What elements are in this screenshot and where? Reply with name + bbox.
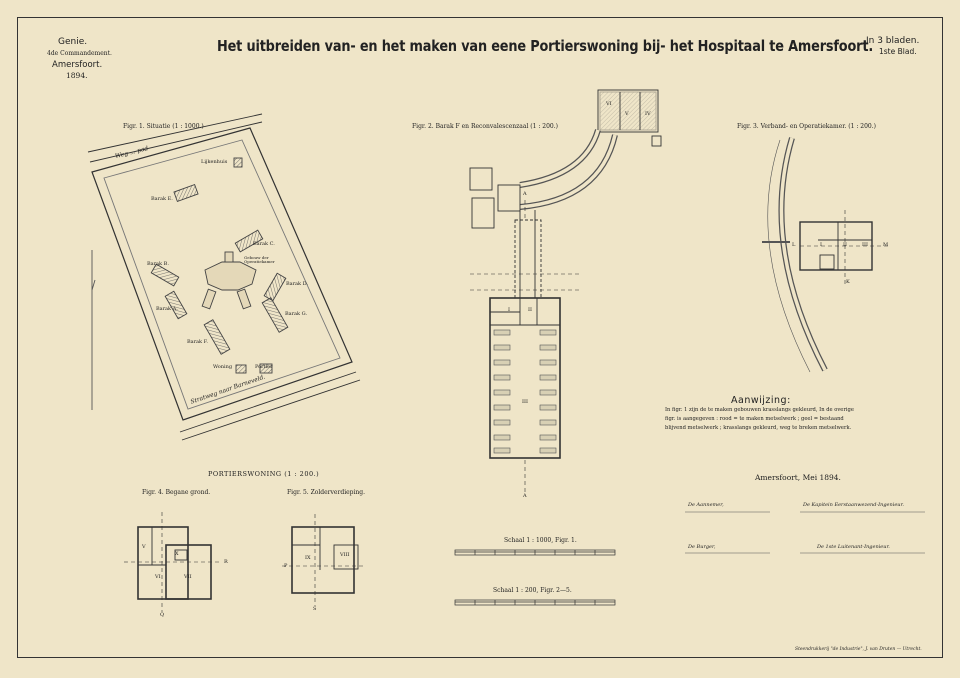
city-label: Amersfoort.	[52, 60, 103, 70]
scale-caption-1: Schaal 1 : 1000, Figr. 1.	[504, 537, 577, 544]
fig5-room-label: VIII	[340, 552, 350, 558]
note-line-3: blijvend metselwerk ; krasslangs gekleur…	[665, 425, 852, 431]
fig5-axis-label: P	[284, 563, 288, 569]
label-barak-e: Barak E.	[151, 196, 173, 202]
fig2-axis-label: A	[523, 191, 527, 197]
fig5-axis-label: S	[313, 606, 317, 612]
barrack-plan	[469, 89, 662, 492]
sig-luitenant: De 1ste Luitenant-Ingenieur.	[817, 544, 890, 550]
fig3-caption: Figr. 3. Verband- en Operatiekamer. (1 :…	[737, 123, 876, 130]
commandement-label: 4de Commandement.	[47, 50, 112, 57]
fig5-room-label: IX	[305, 555, 311, 561]
porter-house-plans	[124, 512, 364, 612]
note-line-1: In figr. 1 zijn de te maken gebouwen kra…	[665, 407, 854, 413]
fig4-axis-label: Q	[160, 612, 165, 618]
fig4-caption: Figr. 4. Begane grond.	[142, 489, 211, 496]
operation-room-plan	[762, 137, 890, 373]
sig-aannemer: De Aannemer,	[688, 502, 724, 508]
note-line-2: figr. is aangegeven : rood = te maken me…	[665, 416, 844, 422]
fig2-room-label: V	[625, 111, 629, 117]
scale-caption-2: Schaal 1 : 200, Figr. 2—5.	[493, 587, 572, 594]
label-barak-f: Barak F.	[187, 339, 208, 345]
page-title: Het uitbreiden van- en het maken van een…	[217, 37, 874, 55]
sheet-border	[17, 17, 943, 658]
fig3-room-label: III	[862, 242, 868, 248]
fig2-room-label: III	[522, 399, 528, 405]
fig2-caption: Figr. 2. Barak F en Reconvalescenzaal (1…	[412, 123, 558, 130]
fig3-room-label: I	[820, 242, 822, 248]
fig4-room-label: VI	[155, 574, 161, 580]
label-barak-b: Barak B.	[147, 261, 169, 267]
printer-credit: Steendrukkerij "de Industrie", J. van Dr…	[795, 647, 922, 652]
fig3-axis-label: L	[792, 242, 796, 248]
label-woning: Woning	[213, 364, 233, 370]
label-barak-a: Barak A.	[156, 306, 178, 312]
site-plan	[87, 113, 361, 441]
sheet-count: In 3 bladen.	[866, 36, 920, 46]
fig3-axis-label: M	[883, 242, 889, 248]
label-barak-c: Barak C.	[253, 241, 275, 247]
year-label: 1894.	[66, 71, 88, 80]
sig-kapitein: De Kapitein Eerstaanwezend-Ingenieur.	[803, 502, 904, 508]
label-gebouw: Gebouw der Operatiekamer	[244, 255, 275, 265]
fig4-room-label: V	[142, 544, 146, 550]
fig1-caption: Figr. 1. Situatie (1 : 1000.)	[123, 123, 204, 130]
sheet-number: 1ste Blad.	[879, 47, 917, 56]
signature-lines	[685, 511, 925, 554]
portier-heading: PORTIERSWONING (1 : 200.)	[208, 470, 320, 478]
fig4-room-label: VII	[184, 574, 192, 580]
fig3-axis-label: K	[846, 279, 850, 285]
fig4-room-label: X	[175, 551, 179, 557]
fig2-room-label: IV	[645, 111, 651, 117]
fig2-axis-label: A	[523, 493, 527, 499]
fig5-caption: Figr. 5. Zolderverdieping.	[287, 489, 366, 496]
note-heading: Aanwijzing:	[731, 395, 791, 406]
place-date: Amersfoort, Mei 1894.	[755, 473, 841, 482]
fig2-room-label: VI	[606, 101, 612, 107]
fig2-room-label: I	[508, 307, 510, 313]
fig3-room-label: II	[843, 242, 847, 248]
label-barak-d: Barak D.	[286, 281, 309, 287]
label-lijkenhuis: Lijkenhuis	[201, 159, 228, 165]
sig-burger: De Burger,	[688, 544, 716, 550]
fig4-axis-label: R	[224, 559, 228, 565]
label-portier: Portier	[255, 364, 273, 370]
org-label: Genie.	[58, 37, 88, 47]
fig2-room-label: II	[528, 307, 532, 313]
label-barak-g: Barak G.	[285, 311, 308, 317]
scale-bars	[454, 549, 616, 606]
